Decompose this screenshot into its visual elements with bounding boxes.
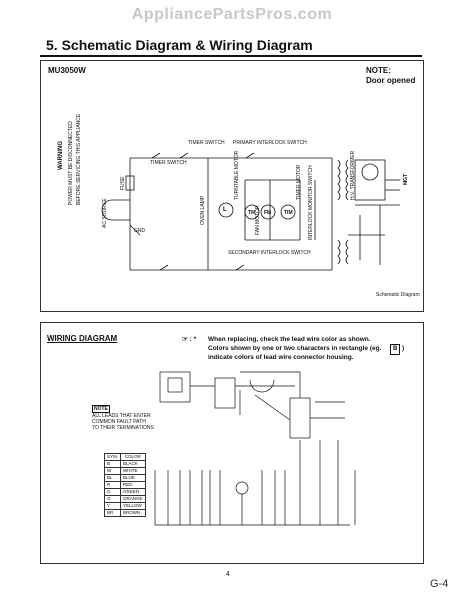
wiring-small-note-line-2: COMMON FAULT PATH	[92, 419, 146, 425]
schematic-caption: Schematic Diagram	[376, 292, 420, 298]
wiring-note-symbol: ☞ : *	[182, 336, 197, 343]
wiring-panel	[40, 322, 424, 564]
wiring-note-close: )	[402, 345, 405, 352]
wiring-note-box: B	[390, 344, 401, 355]
legend-sym: BR	[103, 509, 122, 517]
site-watermark: AppliancePartsPros.com	[131, 6, 333, 23]
schematic-panel	[40, 60, 424, 312]
wiring-note-line-3: indicate colors of lead wire connector h…	[208, 354, 354, 361]
title-rule	[40, 55, 422, 57]
label-timer-switch-sub: TIMER SWITCH	[150, 160, 187, 166]
label-timer-switch: TIMER SWITCH	[188, 140, 225, 146]
wiring-title: WIRING DIAGRAM	[47, 334, 118, 343]
legend-color: BROWN	[120, 509, 146, 517]
wiring-note-line-2: Colors shown by one or two characters in…	[208, 345, 382, 352]
section-title: 5. Schematic Diagram & Wiring Diagram	[46, 37, 313, 53]
wiring-note-line-1: When replacing, check the lead wire colo…	[208, 336, 371, 343]
label-primary-interlock: PRIMARY INTERLOCK SWITCH	[233, 140, 307, 146]
tim-symbol: TIM	[284, 210, 293, 216]
note-text: Door opened	[366, 76, 416, 85]
label-secondary-interlock: SECONDARY INTERLOCK SWITCH	[228, 250, 311, 256]
tm-symbol: TM	[248, 210, 256, 216]
model-number: MU3050W	[48, 66, 86, 75]
corner-mark: G-4	[430, 578, 449, 590]
fm-symbol: FM	[264, 210, 272, 216]
wiring-small-note-title: NOTE	[92, 405, 110, 413]
wiring-small-note-line-3: TO THEIR TERMINATIONS	[92, 425, 154, 431]
lamp-symbol: L	[223, 207, 227, 213]
note-box-b: B	[390, 344, 401, 355]
note-title: NOTE:	[366, 66, 391, 75]
label-gnd: GND	[134, 228, 146, 234]
wiring-small-note-line-1: ALL LEADS THAT ENTER	[92, 413, 151, 419]
page-number: 4	[226, 571, 230, 578]
